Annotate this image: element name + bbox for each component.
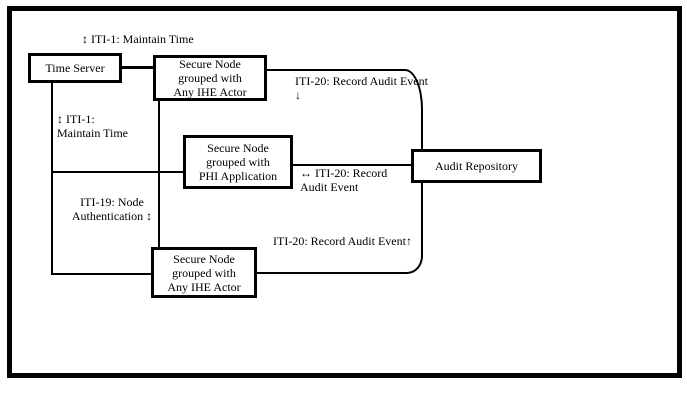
node-secure-node-bottom: Secure Node grouped with Any IHE Actor xyxy=(151,247,257,298)
label-iti20-top-text: ITI-20: Record Audit Event xyxy=(295,74,428,88)
node-secure-node-phi-line2: grouped with xyxy=(206,155,270,169)
label-iti1-maintain-time-top-text: ↕ ITI-1: Maintain Time xyxy=(82,32,194,46)
node-audit-repository-label: Audit Repository xyxy=(435,159,518,173)
label-iti1-left-line2: Maintain Time xyxy=(57,126,129,140)
node-secure-node-top: Secure Node grouped with Any IHE Actor xyxy=(153,55,267,101)
node-secure-node-bottom-line3: Any IHE Actor xyxy=(167,279,241,294)
label-iti1-left-line1: ↕ ITI-1: xyxy=(57,112,95,126)
label-iti19-line1: ITI-19: Node xyxy=(80,195,144,209)
label-iti19-line2: Authentication ↕ xyxy=(71,209,153,223)
label-iti19-node-authentication: ITI-19: Node Authentication ↕ xyxy=(66,195,158,223)
connector-securenode-vertical xyxy=(158,100,160,248)
node-secure-node-phi: Secure Node grouped with PHI Application xyxy=(183,135,293,189)
node-secure-node-bottom-line2: grouped with xyxy=(172,265,236,280)
node-secure-node-phi-line3: PHI Application xyxy=(198,169,278,183)
label-iti20-mid-line2: Audit Event xyxy=(300,180,359,194)
label-iti20-bottom-text: ITI-20: Record Audit Event↑ xyxy=(273,234,412,248)
node-time-server: Time Server xyxy=(28,53,122,83)
connector-topnode-auditrepository xyxy=(266,69,423,150)
connector-to-bottom-securenode xyxy=(51,273,153,275)
connector-timeserver-vertical xyxy=(51,82,53,275)
node-secure-node-phi-line1: Secure Node xyxy=(207,141,269,155)
down-arrow-icon: ↓ xyxy=(295,88,301,102)
node-time-server-label: Time Server xyxy=(45,61,105,75)
label-iti1-maintain-time-left: ↕ ITI-1: Maintain Time xyxy=(57,112,128,140)
label-iti20-record-audit-event-middle: ↔ ITI-20: Record Audit Event xyxy=(300,166,387,194)
node-secure-node-bottom-line1: Secure Node xyxy=(173,251,235,266)
label-iti20-record-audit-event-top: ITI-20: Record Audit Event ↓ xyxy=(295,74,428,102)
node-secure-node-top-line1: Secure Node xyxy=(179,57,241,71)
connector-to-phi-securenode xyxy=(51,171,185,173)
node-audit-repository: Audit Repository xyxy=(411,149,542,183)
label-iti1-maintain-time-top: ↕ ITI-1: Maintain Time xyxy=(82,32,194,46)
node-secure-node-top-line3: Any IHE Actor xyxy=(173,85,247,99)
connector-phinode-auditrepository xyxy=(293,164,413,166)
label-iti20-record-audit-event-bottom: ITI-20: Record Audit Event↑ xyxy=(273,234,412,248)
connector-bottomnode-auditrepository xyxy=(255,182,423,274)
connector-timeserver-securenode xyxy=(122,66,153,69)
label-iti20-mid-line1: ↔ ITI-20: Record xyxy=(300,166,388,180)
node-secure-node-top-line2: grouped with xyxy=(178,71,242,85)
